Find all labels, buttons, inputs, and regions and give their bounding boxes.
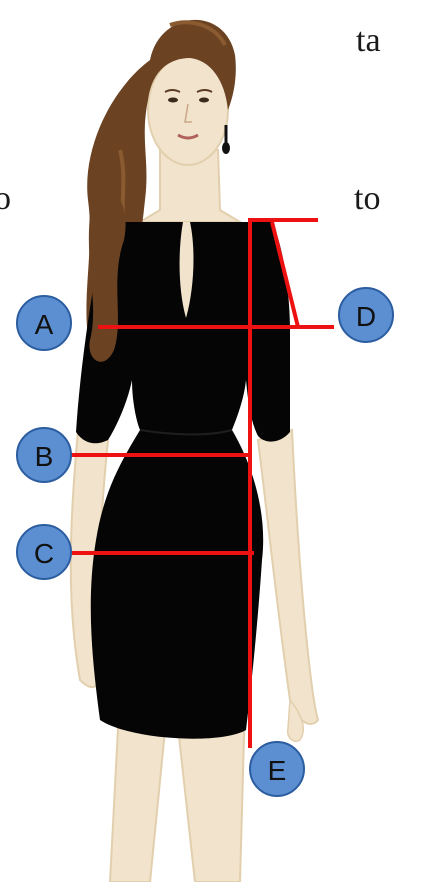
legs <box>108 688 247 882</box>
marker-c: C <box>16 524 72 580</box>
right-arm <box>256 428 320 742</box>
marker-e-label: E <box>268 755 287 786</box>
marker-d-label: D <box>356 301 376 332</box>
marker-e: E <box>249 741 305 797</box>
text-fragment-right: to <box>354 180 381 217</box>
marker-c-label: C <box>34 538 54 569</box>
marker-a: A <box>16 295 72 351</box>
marker-a-label: A <box>35 309 54 340</box>
dress <box>76 222 290 739</box>
text-fragment-top-right: ta <box>356 22 381 59</box>
marker-b-label: B <box>35 441 54 472</box>
text-fragment-left: o <box>0 180 11 217</box>
marker-d: D <box>338 287 394 343</box>
hair-front <box>88 190 126 362</box>
marker-b: B <box>16 427 72 483</box>
measurement-lines <box>70 218 334 748</box>
